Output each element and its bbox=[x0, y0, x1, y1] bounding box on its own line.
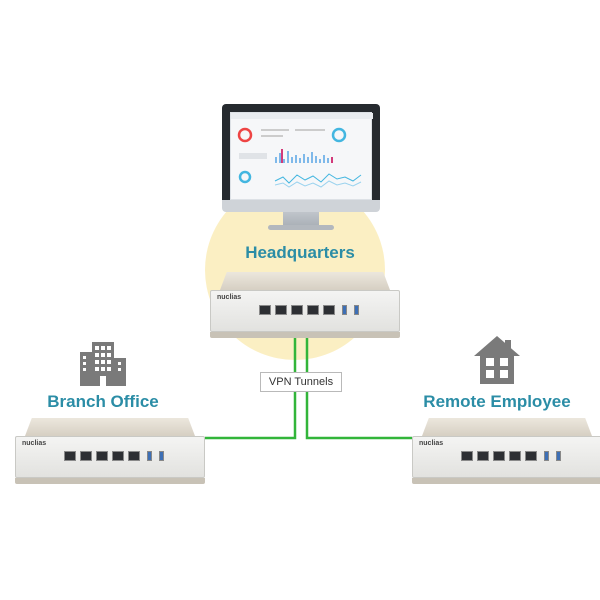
router-brand: nuclias bbox=[419, 440, 444, 447]
ethernet-port bbox=[259, 305, 271, 315]
ethernet-port bbox=[96, 451, 108, 461]
router-ports bbox=[64, 451, 164, 461]
ethernet-port bbox=[112, 451, 124, 461]
remote-employee-label: Remote Employee bbox=[423, 392, 571, 411]
ethernet-port bbox=[128, 451, 140, 461]
ethernet-port bbox=[525, 451, 537, 461]
branch-office-router: nuclias bbox=[15, 418, 205, 490]
headquarters-router: nuclias bbox=[210, 272, 400, 344]
monitor-chin bbox=[222, 200, 380, 212]
ethernet-port bbox=[80, 451, 92, 461]
usb-port bbox=[544, 451, 549, 461]
ethernet-port bbox=[493, 451, 505, 461]
house-icon bbox=[474, 336, 520, 384]
router-brand: nuclias bbox=[217, 294, 242, 301]
ethernet-port bbox=[323, 305, 335, 315]
monitor-stand-base bbox=[268, 225, 334, 230]
usb-port bbox=[354, 305, 359, 315]
router-ports bbox=[461, 451, 561, 461]
ethernet-port bbox=[461, 451, 473, 461]
router-ports bbox=[259, 305, 359, 315]
dashboard-screen bbox=[230, 112, 373, 200]
usb-port bbox=[147, 451, 152, 461]
remote-employee-router: nuclias bbox=[412, 418, 600, 490]
usb-port bbox=[556, 451, 561, 461]
office-building-icon bbox=[80, 342, 126, 386]
ethernet-port bbox=[275, 305, 287, 315]
usb-port bbox=[342, 305, 347, 315]
usb-port bbox=[159, 451, 164, 461]
ethernet-port bbox=[477, 451, 489, 461]
branch-office-label: Branch Office bbox=[47, 392, 159, 411]
ethernet-port bbox=[509, 451, 521, 461]
dashboard-thumbnail bbox=[231, 113, 373, 188]
vpn-tunnels-label: VPN Tunnels bbox=[260, 372, 342, 392]
ethernet-port bbox=[64, 451, 76, 461]
monitor-stand bbox=[283, 212, 319, 226]
ethernet-port bbox=[307, 305, 319, 315]
headquarters-label: Headquarters bbox=[245, 243, 355, 262]
tunnel-line-branch bbox=[205, 338, 297, 440]
router-brand: nuclias bbox=[22, 440, 47, 447]
ethernet-port bbox=[291, 305, 303, 315]
tunnel-line-remote bbox=[305, 338, 412, 440]
